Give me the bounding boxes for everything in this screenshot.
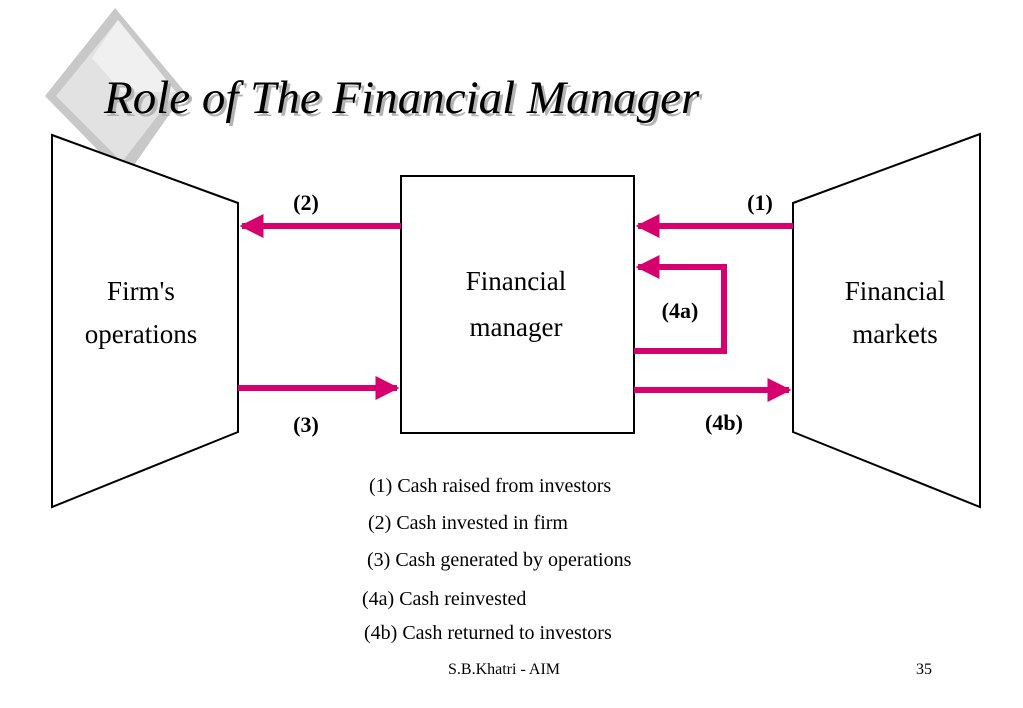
legend-item-4b: (4b) Cash returned to investors bbox=[364, 622, 612, 644]
financial-manager-label-line2: manager bbox=[470, 312, 563, 342]
financial-markets-block: Financial markets bbox=[792, 132, 981, 509]
financial-manager-shape bbox=[400, 175, 635, 434]
firm-operations-shape bbox=[51, 133, 239, 509]
footer-author: S.B.Khatri - AIM bbox=[448, 661, 560, 678]
flow-label-3: (3) bbox=[293, 412, 319, 437]
firm-operations-label-line2: operations bbox=[85, 319, 197, 349]
financial-markets-shape bbox=[792, 132, 981, 509]
flow-label-1: (1) bbox=[747, 190, 773, 215]
legend-item-1: (1) Cash raised from investors bbox=[369, 475, 612, 497]
arrow-cash-reinvested bbox=[634, 255, 727, 354]
financial-markets-label-line2: markets bbox=[852, 319, 937, 349]
flow-label-4a: (4a) bbox=[662, 298, 699, 323]
firm-operations-block: Firm's operations bbox=[51, 133, 239, 509]
financial-markets-label-line1: Financial bbox=[845, 276, 945, 306]
legend-item-3: (3) Cash generated by operations bbox=[367, 549, 632, 571]
slide-number: 35 bbox=[916, 661, 932, 678]
financial-manager-label-line1: Financial bbox=[466, 266, 566, 296]
legend-item-2: (2) Cash invested in firm bbox=[368, 512, 568, 534]
slide-title: Role of The Financial Manager bbox=[104, 72, 700, 124]
diamond-highlight bbox=[92, 20, 176, 92]
financial-manager-block: Financial manager bbox=[400, 175, 635, 434]
flow-label-2: (2) bbox=[293, 190, 319, 215]
firm-operations-label-line1: Firm's bbox=[107, 276, 175, 306]
flow-label-4b: (4b) bbox=[705, 410, 743, 435]
legend-item-4a: (4a) Cash reinvested bbox=[362, 588, 527, 610]
